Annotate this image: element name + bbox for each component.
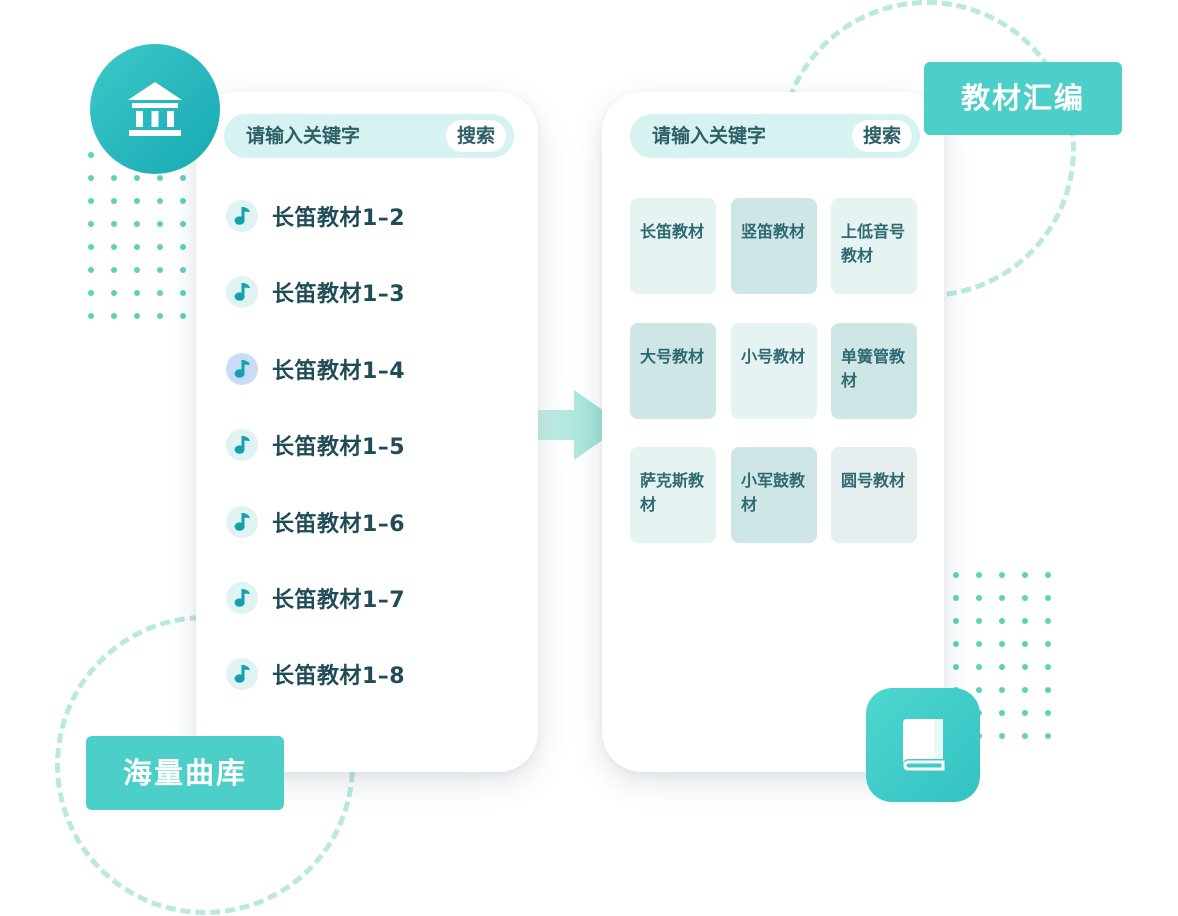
- compilation-tile[interactable]: 竖笛教材: [731, 198, 817, 294]
- music-note-icon: [226, 353, 258, 385]
- library-list-item[interactable]: 长笛教材1–2: [226, 196, 405, 236]
- book-icon: [903, 719, 945, 771]
- compilation-tile[interactable]: 小号教材: [731, 323, 817, 419]
- library-search-input[interactable]: 请输入关键字: [246, 125, 361, 147]
- library-list-item-label: 长笛教材1–3: [272, 282, 406, 307]
- library-badge: [90, 44, 220, 174]
- library-list-item[interactable]: 长笛教材1–7: [226, 578, 405, 618]
- library-list-item[interactable]: 长笛教材1–6: [226, 502, 405, 542]
- compilation-search-bar[interactable]: 请输入关键字 搜索: [630, 114, 920, 158]
- compilation-tile[interactable]: 萨克斯教材: [630, 447, 716, 543]
- compilation-tile[interactable]: 大号教材: [630, 323, 716, 419]
- music-note-icon: [226, 276, 258, 308]
- bank-building-icon: [128, 82, 182, 136]
- library-list-item[interactable]: 长笛教材1–3: [226, 272, 405, 312]
- music-note-icon: [226, 658, 258, 690]
- compilation-search-button[interactable]: 搜索: [851, 120, 912, 152]
- library-phone-card: 请输入关键字 搜索 长笛教材1–2 长笛教材1–3 长笛教材1–4 长笛教材1–5 长笛…: [196, 92, 538, 772]
- library-list-item-label: 长笛教材1–6: [272, 512, 406, 537]
- library-list-item-label: 长笛教材1–5: [272, 435, 406, 460]
- library-list-item-label: 长笛教材1–2: [272, 206, 406, 231]
- compilation-tile[interactable]: 小军鼓教材: [731, 447, 817, 543]
- library-list-item-label: 长笛教材1–8: [272, 664, 406, 689]
- library-list-item[interactable]: 长笛教材1–5: [226, 425, 405, 465]
- music-note-icon: [226, 429, 258, 461]
- music-note-icon: [226, 200, 258, 232]
- arrow-right-icon: [536, 390, 624, 460]
- compilation-tile[interactable]: 上低音号教材: [831, 198, 917, 294]
- compilation-tag: 教材汇编: [924, 62, 1122, 135]
- library-search-button[interactable]: 搜索: [445, 120, 506, 152]
- library-tag: 海量曲库: [86, 736, 284, 810]
- compilation-phone-card: 请输入关键字 搜索 长笛教材竖笛教材上低音号教材大号教材小号教材单簧管教材萨克斯…: [602, 92, 944, 772]
- library-search-bar[interactable]: 请输入关键字 搜索: [224, 114, 514, 158]
- music-note-icon: [226, 506, 258, 538]
- library-list-item[interactable]: 长笛教材1–8: [226, 654, 405, 694]
- compilation-badge: [866, 688, 980, 802]
- library-list-item[interactable]: 长笛教材1–4: [226, 349, 405, 389]
- compilation-tile[interactable]: 单簧管教材: [831, 323, 917, 419]
- compilation-tile[interactable]: 长笛教材: [630, 198, 716, 294]
- music-note-icon: [226, 582, 258, 614]
- compilation-tile[interactable]: 圆号教材: [831, 447, 917, 543]
- library-list-item-label: 长笛教材1–7: [272, 588, 406, 613]
- library-list-item-label: 长笛教材1–4: [272, 359, 406, 384]
- compilation-search-input[interactable]: 请输入关键字: [652, 125, 767, 147]
- decor-dot-grid-left: [88, 152, 186, 319]
